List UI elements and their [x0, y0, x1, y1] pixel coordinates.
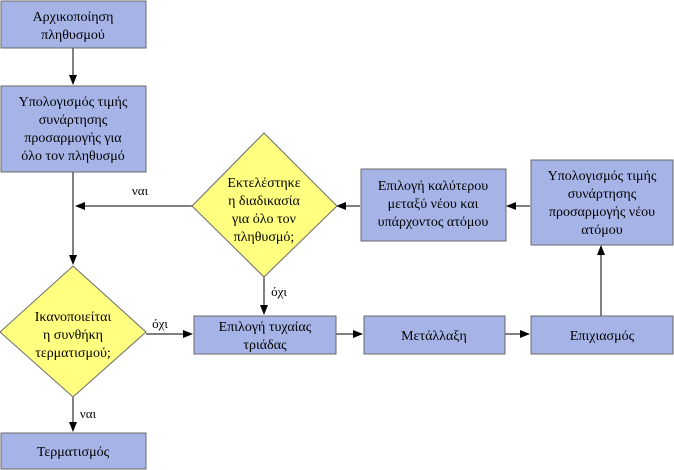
edge-label-yes-top: ναι	[132, 183, 149, 198]
node-select-random-line-1: Επιλογή τυχαίας	[219, 320, 312, 335]
node-select-random: Επιλογή τυχαίας τριάδας	[193, 315, 337, 355]
node-eval-all-line-4: όλο τον πληθυσμό	[21, 149, 125, 164]
node-terminate: Τερματισμός	[0, 432, 147, 470]
node-eval-all: Υπολογισμός τιμής συνάρτησης προσαρμογής…	[0, 85, 147, 173]
node-terminate-line-1: Τερματισμός	[37, 445, 110, 460]
node-check-done-line-3: για όλο τον	[231, 212, 296, 227]
node-select-better-line-2: μεταξύ νέου και	[388, 197, 479, 212]
node-select-random-line-2: τριάδας	[243, 338, 287, 353]
edge-label-no-mid: όχι	[271, 284, 287, 299]
node-eval-new: Υπολογισμός τιμής συνάρτησης προσαρμογής…	[530, 159, 674, 246]
node-check-end-line-2: η συνθήκη	[43, 328, 103, 343]
node-crossover-line-1: Επιχιασμός	[570, 329, 635, 344]
node-check-end-line-1: Ικανοποιείται	[35, 310, 112, 325]
node-mutation-line-1: Μετάλλαξη	[401, 329, 467, 344]
node-select-better: Επιλογή καλύτερου μεταξύ νέου και υπάρχο…	[360, 168, 507, 242]
node-eval-new-line-2: συνάρτησης	[568, 187, 637, 202]
edge-label-no-left: όχι	[152, 316, 168, 331]
node-select-better-line-3: υπάρχοντος ατόμου	[378, 215, 489, 230]
edge-label-yes-bottom: ναι	[80, 406, 97, 421]
edges	[69, 48, 605, 432]
node-init-line-1: Αρχικοποίηση	[33, 10, 114, 25]
node-crossover: Επιχιασμός	[530, 315, 674, 355]
node-mutation: Μετάλλαξη	[363, 315, 506, 355]
node-init: Αρχικοποίηση πληθυσμού	[0, 0, 147, 49]
node-check-done-line-2: η διαδικασία	[228, 194, 300, 209]
node-eval-all-line-1: Υπολογισμός τιμής	[19, 95, 128, 110]
node-init-line-2: πληθυσμού	[41, 28, 105, 43]
node-check-done: Εκτελέστηκε η διαδικασία για όλο τον πλη…	[191, 132, 338, 278]
node-check-end: Ικανοποιείται η συνθήκη τερματισμού;	[0, 265, 147, 398]
node-select-better-line-1: Επιλογή καλύτερου	[378, 179, 488, 194]
node-eval-new-line-1: Υπολογισμός τιμής	[548, 169, 657, 184]
node-check-done-line-4: πληθυσμό;	[234, 230, 295, 245]
node-eval-all-line-2: συνάρτησης	[39, 113, 108, 128]
node-eval-all-line-3: προσαρμογής για	[24, 131, 122, 146]
node-eval-new-line-4: ατόμου	[581, 223, 622, 238]
node-check-done-line-1: Εκτελέστηκε	[227, 176, 300, 191]
node-eval-new-line-3: προσαρμογής νέου	[549, 205, 655, 220]
node-check-end-line-3: τερματισμού;	[35, 346, 111, 361]
